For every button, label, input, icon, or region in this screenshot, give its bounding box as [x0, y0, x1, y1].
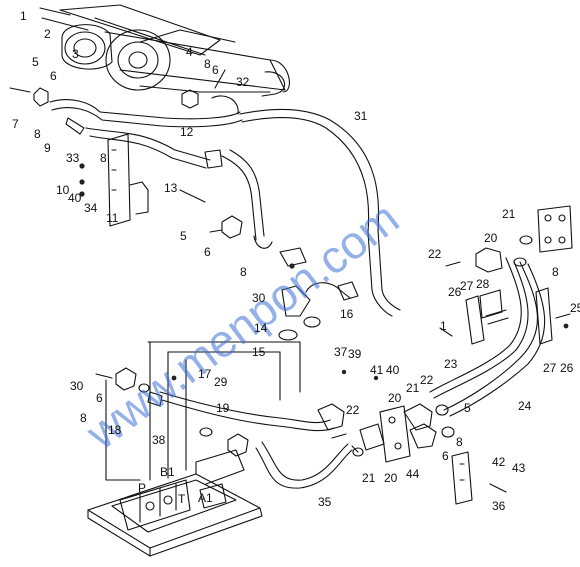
part-number-label: 26	[560, 361, 574, 375]
part-number-label: 8	[456, 435, 463, 449]
part-number-label: 8	[80, 411, 87, 425]
part-number-label: 19	[216, 401, 230, 415]
part-number-label: 21	[406, 381, 420, 395]
part-number-label: 40	[386, 363, 400, 377]
part-number-label: 6	[212, 63, 219, 77]
part-number-label: 21	[502, 207, 516, 221]
part-number-label: 8	[100, 151, 107, 165]
part-number-label: 34	[84, 201, 98, 215]
part-number-label: 7	[12, 117, 19, 131]
part-number-label: 12	[180, 125, 194, 139]
part-number-label: A1	[198, 491, 213, 505]
part-number-label: 20	[484, 231, 498, 245]
part-number-label: 41	[370, 363, 384, 377]
part-number-label: 22	[428, 247, 442, 261]
part-number-label: 30	[252, 291, 266, 305]
part-number-label: 5	[180, 229, 187, 243]
part-number-label: 17	[198, 367, 212, 381]
part-number-label: 4	[186, 45, 193, 59]
part-number-label: 5	[32, 55, 39, 69]
part-number-label: 1	[20, 9, 27, 23]
part-number-label: 44	[406, 467, 420, 481]
part-number-label: 8	[240, 265, 247, 279]
diagram-linework	[9, 4, 573, 557]
part-number-label: 22	[346, 403, 360, 417]
valve-base-assembly	[87, 449, 263, 557]
part-number-label: 22	[420, 373, 434, 387]
part-number-label: 37	[334, 345, 348, 359]
part-number-label: 43	[512, 461, 526, 475]
part-number-label: 42	[492, 455, 506, 469]
part-number-label: 9	[44, 141, 51, 155]
part-number-label: 16	[340, 307, 354, 321]
part-number-label: 6	[96, 391, 103, 405]
part-number-label: T	[178, 492, 186, 506]
part-number-label: 39	[348, 347, 362, 361]
part-number-label: 21	[362, 471, 376, 485]
part-number-label: 3	[72, 47, 79, 61]
part-number-label: 2	[44, 27, 51, 41]
part-number-label: 31	[354, 109, 368, 123]
part-number-label: 23	[444, 357, 458, 371]
part-number-label: 6	[50, 69, 57, 83]
part-number-label: 35	[318, 495, 332, 509]
part-number-label: 28	[476, 277, 490, 291]
part-number-label: 10	[56, 183, 70, 197]
cylinder-assembly	[59, 4, 290, 97]
hardware-fills	[79, 163, 569, 381]
part-number-label: 27	[460, 279, 474, 293]
part-number-label: 20	[384, 471, 398, 485]
part-number-label: 36	[492, 499, 506, 513]
part-number-label: 11	[106, 211, 119, 225]
watermark-text: www.menpon.com	[76, 191, 408, 459]
part-number-label: 25	[570, 301, 580, 315]
part-number-label: 26	[448, 285, 462, 299]
part-number-label: 13	[164, 181, 178, 195]
part-number-label: 8	[552, 265, 559, 279]
part-number-label: 24	[518, 399, 532, 413]
part-number-label: 6	[204, 245, 211, 259]
part-number-label: 8	[34, 127, 41, 141]
part-number-label: B1	[160, 465, 175, 479]
part-number-label: 32	[236, 75, 250, 89]
part-number-label: 27	[543, 361, 557, 375]
part-number-label: 15	[252, 345, 266, 359]
part-number-label: 20	[388, 391, 402, 405]
part-number-label: 33	[66, 151, 80, 165]
part-number-label: 30	[70, 379, 84, 393]
part-number-label: 38	[152, 433, 166, 447]
part-number-label: P	[138, 481, 146, 495]
part-number-label: 6	[442, 449, 449, 463]
part-number-label: 14	[254, 321, 268, 335]
part-number-label: 40	[68, 191, 82, 205]
part-number-label: 1	[440, 319, 447, 333]
part-number-label: 5	[464, 401, 471, 415]
part-number-label: 29	[214, 375, 228, 389]
part-number-label: 8	[204, 57, 211, 71]
part-number-label: 18	[108, 423, 122, 437]
